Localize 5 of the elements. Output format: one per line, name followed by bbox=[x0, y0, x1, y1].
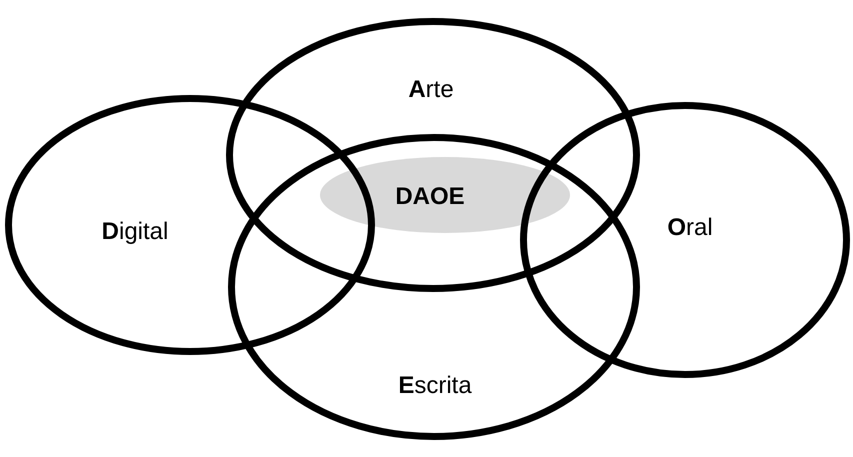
ellipse-label: Oral bbox=[667, 216, 713, 240]
ellipse-label: Arte bbox=[408, 78, 454, 102]
ellipse-label: Escrita bbox=[398, 374, 472, 398]
ellipse-label: DAOE bbox=[395, 185, 465, 209]
ellipse-label: Digital bbox=[102, 220, 168, 244]
